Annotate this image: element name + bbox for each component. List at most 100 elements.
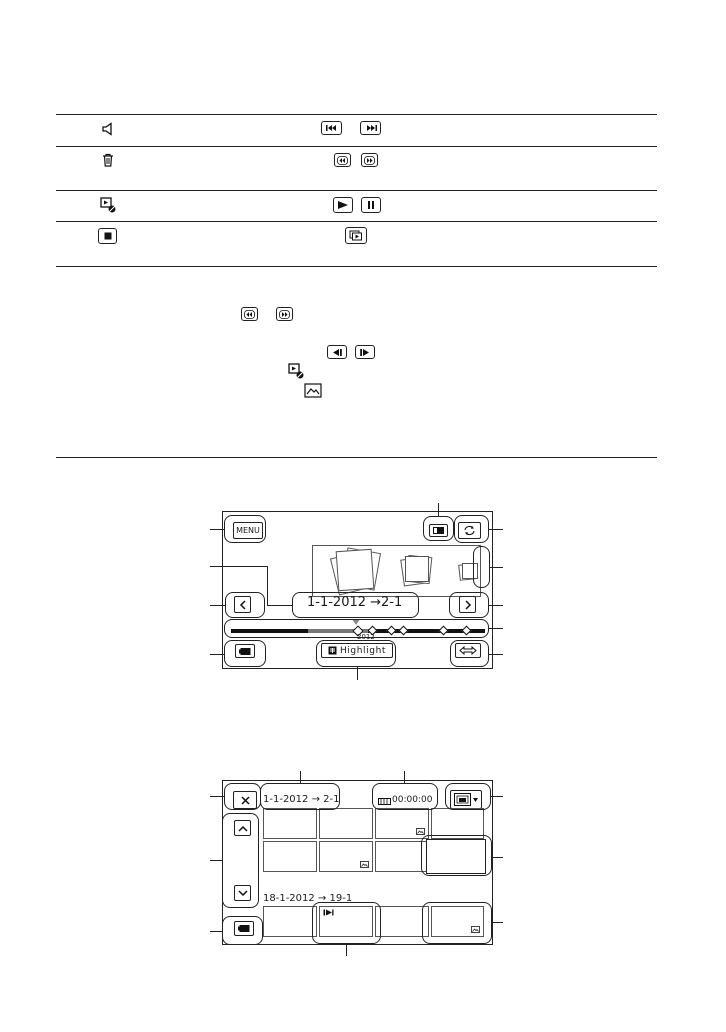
pause-button[interactable] xyxy=(361,197,381,213)
index-thumbnail[interactable] xyxy=(431,808,484,839)
previous-button[interactable] xyxy=(321,121,342,135)
callout-highlight xyxy=(316,640,396,667)
leader-line xyxy=(404,771,405,783)
playback-options-icon-inline xyxy=(287,362,305,380)
callout-duration xyxy=(372,783,438,810)
menu-label: MENU xyxy=(236,526,260,535)
photo-icon xyxy=(416,828,425,835)
callout-scale xyxy=(450,640,489,667)
leader-line xyxy=(210,566,268,567)
movie-mode-button[interactable] xyxy=(234,921,254,936)
index-date-range-2: 18-1-2012 → 19-1 xyxy=(263,893,353,904)
leader-line xyxy=(267,566,268,605)
next-event-button[interactable] xyxy=(459,596,476,613)
trash-icon xyxy=(100,152,116,168)
leader-line xyxy=(210,796,224,797)
index-thumbnail[interactable] xyxy=(263,906,317,937)
table-top-rule xyxy=(56,114,657,115)
close-button[interactable] xyxy=(233,791,257,809)
leader-line xyxy=(210,931,222,932)
leader-line xyxy=(489,628,503,629)
leader-line xyxy=(300,771,301,783)
index-thumbnail[interactable] xyxy=(375,808,429,839)
leader-line xyxy=(489,529,503,530)
callout-menu xyxy=(224,515,266,543)
play-button[interactable] xyxy=(333,197,353,213)
callout-date xyxy=(292,592,419,618)
event-thumbnails[interactable] xyxy=(312,545,481,597)
next-button[interactable] xyxy=(360,121,381,135)
table-row-divider xyxy=(56,146,657,147)
callout-selected xyxy=(421,835,492,876)
leader-line xyxy=(357,667,358,680)
leader-line xyxy=(491,796,503,797)
timeline-marker xyxy=(352,619,360,625)
last-played-icon xyxy=(323,909,334,916)
leader-line xyxy=(210,860,222,861)
index-thumbnail[interactable] xyxy=(319,906,373,937)
frame-forward-button-inline xyxy=(355,345,375,359)
callout-photo xyxy=(422,902,492,944)
index-view-screen: 1-1-2012 → 2-1 00:00:00 18-1-2012 → 19-1 xyxy=(222,780,493,945)
callout-last-played xyxy=(312,902,381,944)
event-thumbnail xyxy=(462,563,478,579)
leader-line xyxy=(346,944,347,956)
highlight-label: Highlight xyxy=(339,645,387,656)
close-icon xyxy=(240,795,250,805)
event-scale-button[interactable] xyxy=(455,643,481,658)
fast-forward-button[interactable] xyxy=(361,153,378,167)
frame-back-button-inline xyxy=(327,345,347,359)
highlight-icon xyxy=(328,646,337,655)
callout-thumbnails xyxy=(473,546,490,588)
callout-close xyxy=(224,783,261,810)
rewind-button[interactable] xyxy=(334,153,351,167)
switch-image-type-button[interactable] xyxy=(458,522,481,539)
menu-button[interactable]: MENU xyxy=(233,522,263,539)
index-thumbnail-selected[interactable] xyxy=(426,839,486,874)
timeline-current-range xyxy=(308,629,368,633)
index-thumbnail[interactable] xyxy=(263,841,317,872)
callout-prev xyxy=(225,592,265,618)
callout-movie xyxy=(222,916,263,945)
index-date-range: 1-1-2012 → 2-1 xyxy=(263,794,340,805)
leader-line xyxy=(210,654,224,655)
image-type-icon xyxy=(454,793,471,806)
table-row-divider xyxy=(56,190,657,191)
leader-line xyxy=(492,857,503,858)
callout-image-type xyxy=(445,783,491,810)
leader-line xyxy=(489,654,503,655)
callout-media xyxy=(423,516,454,541)
leader-line xyxy=(489,605,503,606)
callout-movie xyxy=(224,640,266,667)
callout-scroll xyxy=(222,813,259,908)
index-thumbnail[interactable] xyxy=(319,808,373,839)
event-thumbnail xyxy=(335,548,375,592)
slideshow-button[interactable] xyxy=(345,227,367,244)
index-thumbnail[interactable] xyxy=(319,841,373,872)
recording-media-icon xyxy=(429,524,448,537)
scroll-down-button[interactable] xyxy=(234,885,251,901)
previous-event-button[interactable] xyxy=(234,596,251,613)
highlight-button[interactable]: Highlight xyxy=(321,643,393,658)
stop-button[interactable] xyxy=(98,228,117,244)
fast-forward-button-inline xyxy=(276,307,293,321)
scroll-up-button[interactable] xyxy=(234,820,251,836)
photo-icon xyxy=(471,926,480,933)
section-divider xyxy=(56,457,657,458)
photo-icon xyxy=(360,861,369,868)
callout-timeline xyxy=(224,619,489,638)
dropdown-arrow-icon xyxy=(473,797,478,802)
index-thumbnail[interactable] xyxy=(263,808,317,839)
index-thumbnail[interactable] xyxy=(431,906,484,937)
callout-next xyxy=(449,592,489,618)
volume-icon xyxy=(100,121,116,137)
chevron-down-icon xyxy=(237,889,248,896)
movie-mode-button[interactable] xyxy=(235,644,255,658)
index-thumbnail[interactable] xyxy=(375,906,429,937)
chevron-up-icon xyxy=(237,825,248,832)
table-bottom-rule xyxy=(56,266,657,267)
total-duration: 00:00:00 xyxy=(392,795,433,805)
photo-icon-inline xyxy=(303,382,323,400)
event-date-range: 1-1-2012 →2-1 xyxy=(307,595,403,610)
table-row-divider xyxy=(56,221,657,222)
